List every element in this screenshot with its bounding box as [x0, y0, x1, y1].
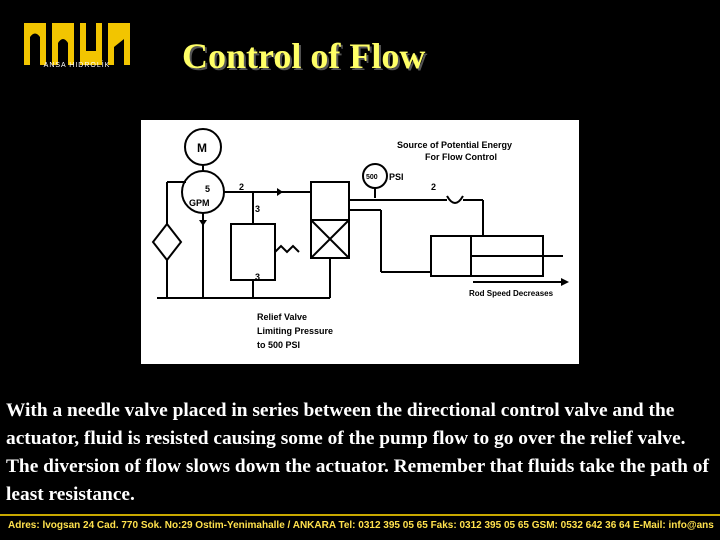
company-logo	[24, 23, 130, 65]
motor-label: M	[197, 141, 207, 155]
page-title: Control of Flow	[182, 36, 426, 76]
flow-3a: 3	[255, 204, 260, 214]
flow-3b: 3	[255, 272, 260, 282]
flow-2b: 2	[431, 182, 436, 192]
pump-flow-unit: GPM	[189, 198, 210, 208]
flow-2a: 2	[239, 182, 244, 192]
relief-label-line1: Relief Valve	[257, 312, 307, 322]
footer-contact-text: Adres: İvogsan 24 Cad. 770 Sok. No:29 Os…	[8, 520, 714, 531]
gauge-unit: PSI	[389, 172, 404, 182]
rod-speed-label: Rod Speed Decreases	[469, 289, 554, 298]
relief-label-line3: to 500 PSI	[257, 340, 300, 350]
hydraulic-circuit-diagram: M 5 GPM Source of Potential Energy For F…	[141, 120, 579, 364]
needle-valve	[446, 195, 464, 204]
footer-bar: Adres: İvogsan 24 Cad. 770 Sok. No:29 Os…	[0, 514, 720, 540]
description-text: With a needle valve placed in series bet…	[6, 400, 709, 505]
gauge-value: 500	[366, 174, 378, 181]
pump-flow-value: 5	[205, 184, 210, 194]
brand-name: ANSA HIDROLİK	[43, 62, 111, 69]
relief-label-line2: Limiting Pressure	[257, 326, 333, 336]
relief-valve	[230, 223, 276, 281]
energy-label-line1: Source of Potential Energy	[397, 140, 512, 150]
footer-divider	[0, 514, 720, 516]
directional-valve	[310, 181, 350, 221]
filter-symbol	[151, 222, 183, 262]
energy-label-line2: For Flow Control	[425, 152, 497, 162]
